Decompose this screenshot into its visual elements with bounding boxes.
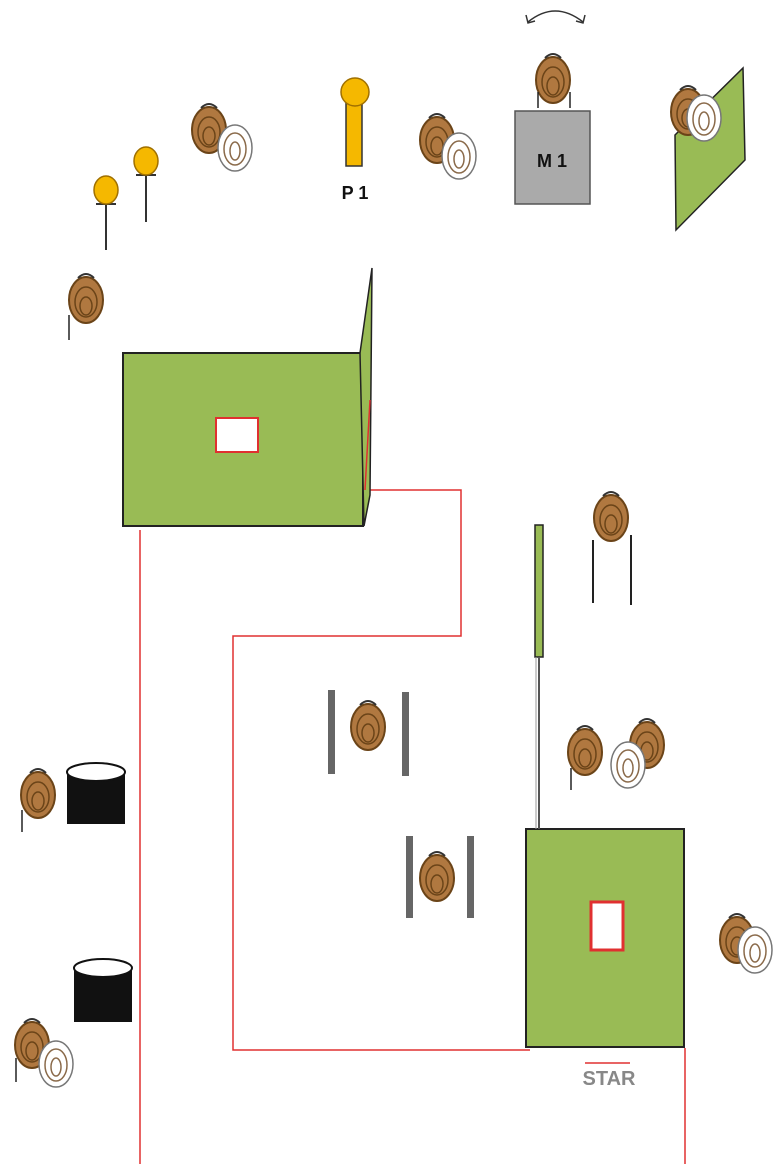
person-head-icon [593,491,629,542]
person-head-icon [20,768,56,819]
green-divider-panel [534,524,544,829]
slanted-green-panel [674,66,746,232]
helmet-outline-icon [217,124,253,172]
route-lines [139,489,686,1164]
lamp-post-icon [93,175,119,250]
person-head-icon [535,53,571,104]
machine-m1-label: M 1 [537,151,567,171]
person-head-icon [68,273,104,324]
rotate-arrow-icon [525,10,586,24]
upper-platform [122,267,373,527]
pillars [328,690,474,918]
neck-lines [15,92,572,1082]
helmet-outline-icon [38,1040,74,1088]
stand-lines [592,535,632,605]
machine-m1: M 1 [514,110,591,205]
star-label: STAR [583,1068,637,1090]
lamp-post-icon [133,146,159,222]
helmet-outline-icon [610,741,646,789]
helmet-outline-icon [737,926,773,974]
pole-p1: P 1 [340,77,370,203]
person-head-icon [350,700,386,751]
person-head-icon [567,725,603,776]
black-barrel-icon [73,958,133,1022]
black-barrel-icon [66,762,126,824]
person-head-icon [419,851,455,902]
lower-platform [525,828,685,1048]
helmet-outline-icon [441,132,477,180]
helmet-outline-icon [686,94,722,142]
pole-p1-label: P 1 [342,183,369,203]
